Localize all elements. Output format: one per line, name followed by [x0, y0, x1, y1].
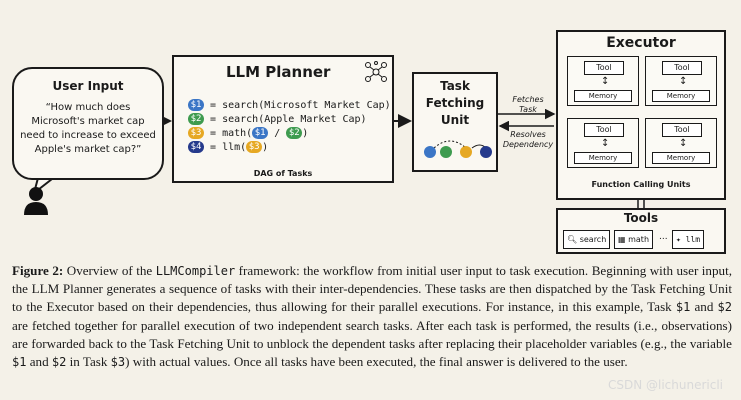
task-token-3: $3 — [188, 127, 204, 139]
bidirectional-arrow-icon: ↕ — [601, 76, 610, 87]
figure-label: Figure 2: — [12, 263, 64, 278]
caption-text: in Task — [66, 354, 111, 370]
task-token-1: $1 — [188, 99, 204, 111]
caption-framework-name: LLMCompiler — [155, 264, 236, 278]
tfu-node-1 — [424, 146, 436, 158]
tool-math-label: math — [628, 235, 650, 244]
task-line-2: $2 = search(Apple Market Cap) — [188, 113, 391, 127]
bidirectional-arrow-icon: ↕ — [601, 138, 610, 149]
task-token-2: $2 — [188, 113, 204, 125]
unit-memory-label: Memory — [574, 152, 632, 164]
task-code-3-pre: = math( — [210, 128, 253, 139]
unit-tool-label: Tool — [662, 123, 702, 137]
tools-ellipsis: ... — [659, 232, 668, 242]
caption-variable: $2 — [51, 355, 67, 370]
caption-text: are fetched together for parallel execut… — [12, 317, 732, 351]
connector-layer — [32, 108, 645, 208]
llm-planner-box: LLM Planner $1 = search(Microsoft Market… — [172, 55, 394, 183]
task-code-4-pre: = llm( — [210, 142, 247, 153]
tools-box: Tools 🔍︎ search ▦ math ... ✦ llm — [556, 208, 726, 254]
function-calling-unit: Tool ↕ Memory — [567, 56, 639, 106]
user-input-title: User Input — [52, 79, 124, 93]
caption-text: ) with actual values. Once all tasks hav… — [125, 354, 628, 370]
caption-text: Overview of the — [63, 263, 156, 278]
task-4-arg-1: $3 — [246, 141, 263, 153]
task-code-2: = search(Apple Market Cap) — [210, 114, 367, 125]
unit-tool-label: Tool — [662, 61, 702, 75]
resolves-dependency-label: Resolves Dependency — [502, 130, 554, 149]
task-code-block: $1 = search(Microsoft Market Cap) $2 = s… — [188, 99, 391, 155]
tfu-title-line-1: Task — [440, 79, 470, 93]
caption-variable: $2 — [717, 300, 732, 315]
unit-memory-label: Memory — [574, 90, 632, 102]
function-calling-units-label: Function Calling Units — [591, 180, 691, 189]
task-token-4: $4 — [188, 141, 204, 153]
tools-title: Tools — [623, 211, 659, 225]
tool-search-label: search — [579, 235, 607, 244]
task-line-4: $4 = llm($3) — [188, 141, 391, 155]
caption-text: framework: the workflow from initial use… — [12, 263, 732, 315]
tfu-node-2 — [440, 146, 452, 158]
caption-text: and — [26, 354, 52, 370]
unit-tool-label: Tool — [584, 61, 624, 75]
caption-variable: $3 — [110, 355, 126, 370]
network-icon: ✦ — [676, 235, 681, 244]
bidirectional-arrow-icon: ↕ — [679, 138, 688, 149]
tfu-node-3 — [460, 146, 472, 158]
network-icon — [365, 61, 387, 82]
function-calling-unit: Tool ↕ Memory — [567, 118, 639, 168]
task-line-1: $1 = search(Microsoft Market Cap) — [188, 99, 391, 113]
task-fetching-unit-box: Task Fetching Unit — [412, 72, 498, 172]
tfu-node-4 — [480, 146, 492, 158]
function-calling-unit: Tool ↕ Memory — [645, 118, 717, 168]
unit-memory-label: Memory — [652, 152, 710, 164]
dag-of-tasks-label: DAG of Tasks — [253, 169, 313, 178]
user-icon — [24, 187, 48, 215]
task-fetching-unit-title: Task Fetching Unit — [414, 78, 496, 129]
task-dag-mini-icon — [424, 140, 492, 158]
figure-caption: Figure 2: Overview of the LLMCompiler fr… — [12, 262, 732, 371]
user-input-bubble: User Input “How much does Microsoft's ma… — [12, 67, 164, 180]
search-icon: 🔍︎ — [567, 235, 578, 244]
llm-planner-title: LLM Planner — [226, 63, 331, 81]
tool-llm: ✦ llm — [672, 230, 705, 249]
tool-math: ▦ math — [614, 230, 654, 249]
caption-variable: $1 — [12, 355, 27, 370]
executor-box: Executor Tool ↕ Memory Tool ↕ Memory Too… — [556, 30, 726, 200]
tfu-title-line-2: Fetching — [425, 96, 485, 110]
executor-title: Executor — [606, 35, 676, 51]
task-3-arg-2: $2 — [286, 127, 303, 139]
watermark: CSDN @lichunericli — [607, 378, 723, 392]
task-code-4-post: ) — [262, 142, 269, 153]
task-3-arg-1: $1 — [252, 127, 269, 139]
bidirectional-arrow-icon: ↕ — [679, 76, 688, 87]
unit-tool-label: Tool — [584, 123, 624, 137]
tool-llm-label: llm — [685, 235, 701, 244]
task-line-3: $3 = math($1 / $2) — [188, 127, 391, 141]
user-query-text: “How much does Microsoft's market cap ne… — [20, 102, 156, 155]
task-code-1: = search(Microsoft Market Cap) — [210, 100, 391, 111]
task-code-3-post: ) — [302, 128, 309, 139]
function-calling-unit: Tool ↕ Memory — [645, 56, 717, 106]
unit-memory-label: Memory — [652, 90, 710, 102]
task-code-3-mid: / — [268, 128, 287, 139]
calculator-icon: ▦ — [618, 235, 626, 244]
tool-search: 🔍︎ search — [563, 230, 611, 249]
caption-text: and — [690, 299, 718, 315]
caption-variable: $1 — [675, 300, 691, 315]
tfu-title-line-3: Unit — [440, 113, 470, 127]
fetches-task-label: Fetches Task — [512, 95, 544, 114]
